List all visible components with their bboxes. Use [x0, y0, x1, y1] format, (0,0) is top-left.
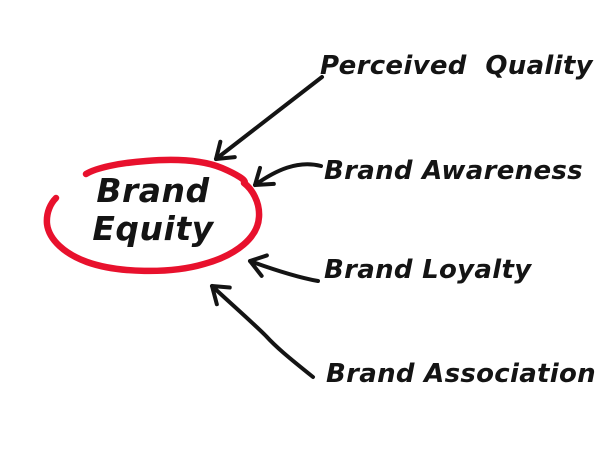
brand-equity-ellipse-icon: [43, 156, 263, 275]
brand-equity-title: Brand Equity: [58, 172, 248, 248]
brand-equity-title-line2: Equity: [92, 209, 214, 248]
brand-equity-title-line1: Brand: [96, 171, 210, 210]
factor-label-perceived-quality: Perceived Quality: [320, 51, 593, 81]
arrow-brand-loyalty: [248, 253, 320, 283]
arrow-brand-association: [210, 284, 315, 379]
factor-label-brand-association: Brand Association: [326, 359, 596, 389]
arrow-perceived-quality: [214, 75, 324, 161]
factor-label-brand-loyalty: Brand Loyalty: [324, 255, 532, 285]
arrow-brand-awareness: [253, 162, 323, 187]
factor-label-brand-awareness: Brand Awareness: [324, 156, 583, 186]
